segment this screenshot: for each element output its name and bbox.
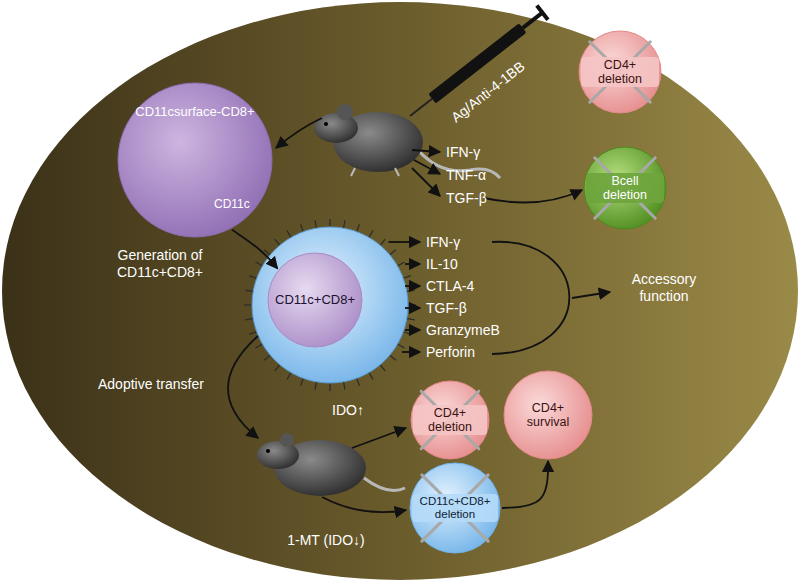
mouse-feet (351, 168, 399, 176)
mouse-figure (257, 433, 405, 496)
cell-label: CD11c+CD8+ deletion (412, 494, 497, 522)
annotation-label: IFN-γ (426, 234, 460, 251)
arrow (228, 336, 258, 438)
annotation-label: TGF-β (426, 300, 467, 317)
arrow-connector (232, 230, 277, 269)
secretion-arrows (389, 242, 420, 352)
deleted-cell: CD4+ deletion (410, 380, 490, 460)
cell-label: Bcell deletion (586, 173, 664, 204)
annotation-label: Adoptive transfer (98, 376, 204, 393)
cell-circle: CD11c+CD8+ (267, 252, 363, 348)
cell-body (268, 253, 362, 347)
mouse-ear (280, 433, 294, 447)
arrow (405, 329, 420, 331)
cell-label: CD4+ deletion (581, 57, 659, 88)
annotation-label: Generation of CD11c+CD8+ (98, 247, 222, 281)
cell-label: CD4+ deletion (413, 405, 488, 436)
accessory-arc (492, 242, 569, 354)
syringe-grip (537, 5, 548, 19)
mouse-tail (364, 478, 405, 490)
annotation-label: 1-MT (IDO↓) (286, 532, 366, 549)
annotation-label: CD11c (214, 197, 250, 211)
mouse-eye (324, 122, 328, 126)
arrow (276, 118, 322, 148)
cell-body (579, 31, 661, 113)
annotation-label: IL-10 (426, 256, 458, 273)
cell-body (411, 381, 489, 459)
deleted-cell: CD4+ deletion (578, 30, 662, 114)
arrow-connector (502, 461, 548, 508)
arrow (405, 307, 420, 309)
annotation-label: CTLA-4 (426, 278, 474, 295)
cell-label: CD11csurface-CD8+ (132, 104, 257, 121)
cell-body (410, 463, 500, 553)
cell-body (584, 147, 666, 229)
annotation-label: GranzymeB (426, 322, 500, 339)
annotation-label: Accessory function (614, 271, 714, 305)
annotation-label: TNF-α (446, 167, 486, 184)
annotation-label: IFN-γ (446, 144, 480, 161)
mouse-eye (266, 449, 270, 453)
annotation-label: IDO↑ (332, 402, 364, 419)
deleted-cell: Bcell deletion (583, 146, 667, 230)
deleted-cell: CD11c+CD8+ deletion (409, 462, 501, 554)
cell-spikes (244, 219, 416, 391)
syringe-needle (410, 99, 432, 116)
cell-body (118, 83, 272, 237)
arrow (352, 428, 406, 448)
arrow (405, 285, 420, 287)
arrow (412, 150, 440, 152)
cell-label: CD11c+CD8+ (272, 292, 358, 309)
arrow (484, 190, 582, 203)
arrow (402, 351, 420, 353)
syringe-plunger (523, 13, 543, 28)
arrow (414, 160, 440, 174)
annotation-label: Perforin (426, 344, 475, 361)
cell-circle: CD11csurface-CD8+ (117, 82, 273, 238)
activated-cell (252, 227, 408, 383)
annotation-label: Ag/Anti-4-1BB (448, 58, 528, 126)
annotation-label: TGF-β (446, 190, 487, 207)
cell-label: CD4+ survival (506, 400, 589, 431)
mouse-head (314, 113, 358, 143)
cell-body (504, 371, 592, 459)
arrow (412, 168, 440, 196)
arrow (389, 241, 420, 243)
arrow (322, 497, 406, 512)
mouse-head (257, 441, 299, 469)
cell-circle: CD4+ survival (503, 370, 593, 460)
arrow (572, 292, 610, 298)
arrow (405, 263, 420, 265)
mouse-ear (337, 104, 353, 120)
